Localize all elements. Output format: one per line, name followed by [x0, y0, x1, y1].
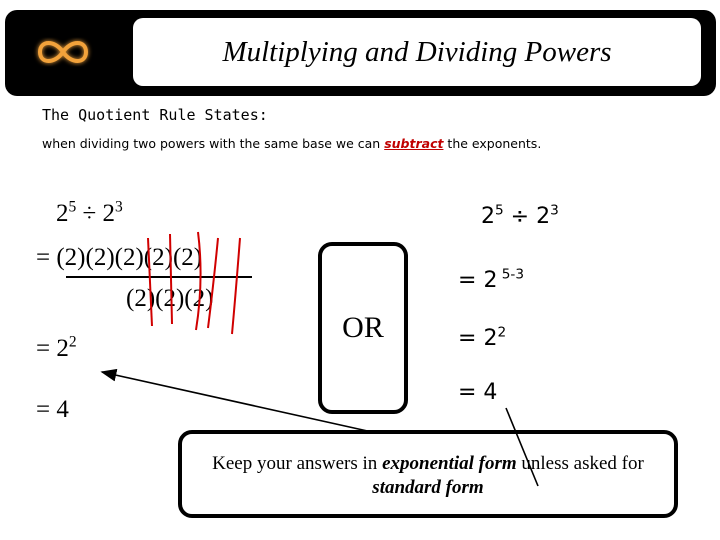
- right-result-exp: 2: [497, 324, 507, 341]
- right-exp1: 5: [495, 202, 504, 219]
- left-result-exp: 2: [68, 333, 77, 351]
- left-exp1: 5: [68, 198, 77, 216]
- rule-text-after: the exponents.: [443, 136, 542, 151]
- note-emphasis-exponential: exponential form: [382, 453, 517, 474]
- right-result-standard: = 4: [458, 380, 498, 405]
- right-step-exp: 5-3: [497, 266, 525, 283]
- left-result-standard: = 4: [36, 396, 69, 423]
- right-step-subtract: = 2 5-3: [458, 268, 524, 293]
- right-result-prefix: =: [458, 326, 484, 351]
- cancel-mark: [231, 237, 241, 335]
- right-base2: 2: [536, 204, 551, 229]
- left-result-prefix: =: [36, 335, 57, 362]
- right-result-power: = 22: [458, 326, 506, 351]
- left-exp2: 3: [114, 198, 123, 216]
- rule-heading: The Quotient Rule States:: [42, 106, 268, 124]
- right-step-prefix: =: [458, 268, 484, 293]
- or-box: OR: [318, 242, 408, 414]
- left-result-base: 2: [56, 335, 69, 362]
- rule-text-before: when dividing two powers with the same b…: [42, 136, 385, 151]
- fraction-bar: [66, 276, 252, 278]
- right-base1: 2: [481, 204, 495, 229]
- note-part1: Keep your answers in: [212, 453, 383, 474]
- or-label: OR: [342, 311, 384, 344]
- expanded-denominator: (2)(2)(2): [126, 285, 214, 312]
- right-exp2: 3: [550, 202, 559, 219]
- left-op: ÷: [76, 200, 103, 227]
- rule-keyword: subtract: [384, 136, 444, 151]
- note-part2: unless asked for: [516, 453, 644, 474]
- note-box: Keep your answers in exponential form un…: [178, 430, 678, 518]
- title-box: Multiplying and Dividing Powers: [133, 18, 701, 86]
- infinity-icon: [37, 41, 89, 63]
- right-expression: 25 ÷ 23: [481, 204, 559, 229]
- left-base1: 2: [56, 200, 69, 227]
- right-result-base: 2: [483, 326, 498, 351]
- left-result-power: = 22: [36, 333, 77, 363]
- rule-text: when dividing two powers with the same b…: [42, 136, 541, 151]
- left-base2: 2: [102, 200, 115, 227]
- right-op: ÷: [503, 204, 537, 229]
- note-emphasis-standard: standard form: [372, 477, 484, 498]
- page-title: Multiplying and Dividing Powers: [222, 35, 612, 68]
- expanded-numerator: = (2)(2)(2)(2)(2): [36, 244, 203, 271]
- right-step-base: 2: [483, 268, 498, 293]
- cancel-mark: [207, 237, 219, 329]
- left-expression: 25 ÷ 23: [56, 198, 123, 228]
